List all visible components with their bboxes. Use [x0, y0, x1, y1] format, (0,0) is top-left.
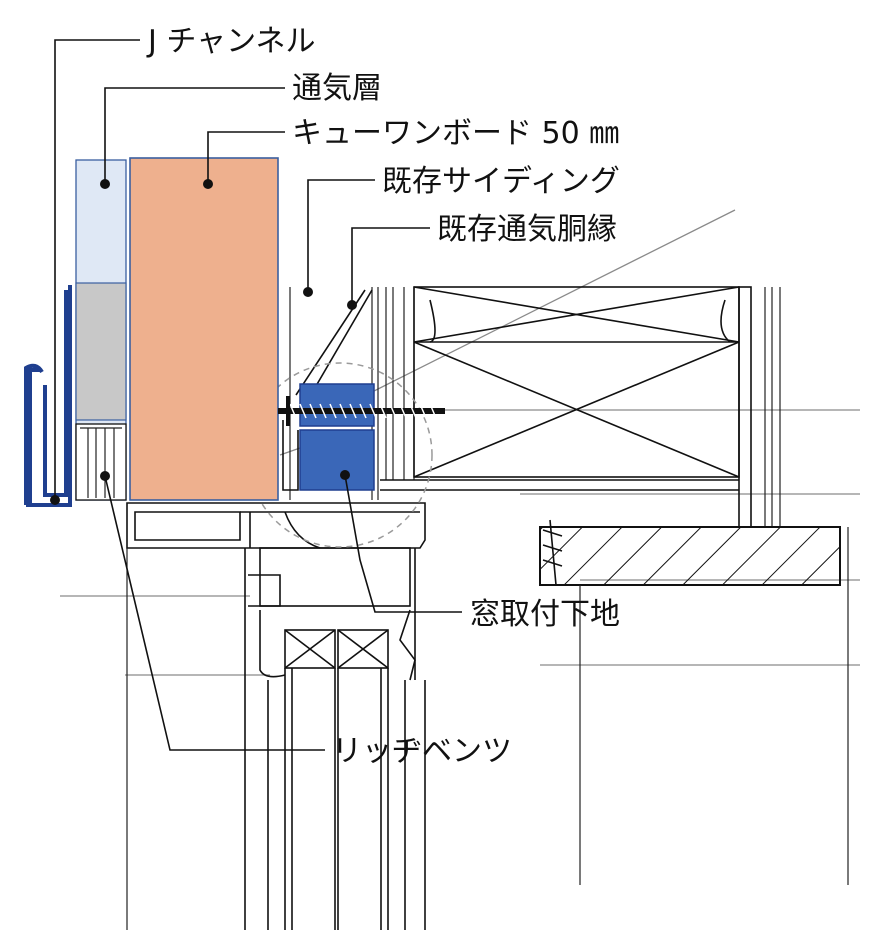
label-existing-furring: 既存通気胴縁: [437, 212, 617, 247]
label-rich-vents: リッヂベンツ: [332, 734, 512, 769]
screw: [278, 396, 445, 426]
fixing-bracket: [282, 420, 299, 491]
label-ventilation-layer: 通気層: [292, 71, 382, 106]
j-channel: [24, 285, 72, 507]
window-base: [299, 383, 375, 491]
window-frame-section: [126, 502, 426, 930]
label-kyuone-board: キューワンボード 50 ㎜: [292, 116, 619, 151]
label-j-channel: J チャンネル: [146, 24, 315, 59]
hatched-wood-member: [539, 519, 849, 885]
kyuone-board: [129, 157, 279, 501]
existing-wall-structure: [60, 209, 860, 676]
leader-lines: [50, 39, 462, 751]
rich-vents-block: [75, 423, 127, 501]
label-window-base: 窓取付下地: [470, 597, 620, 632]
label-existing-siding: 既存サイディング: [382, 164, 620, 199]
gray-spacer: [75, 282, 127, 421]
